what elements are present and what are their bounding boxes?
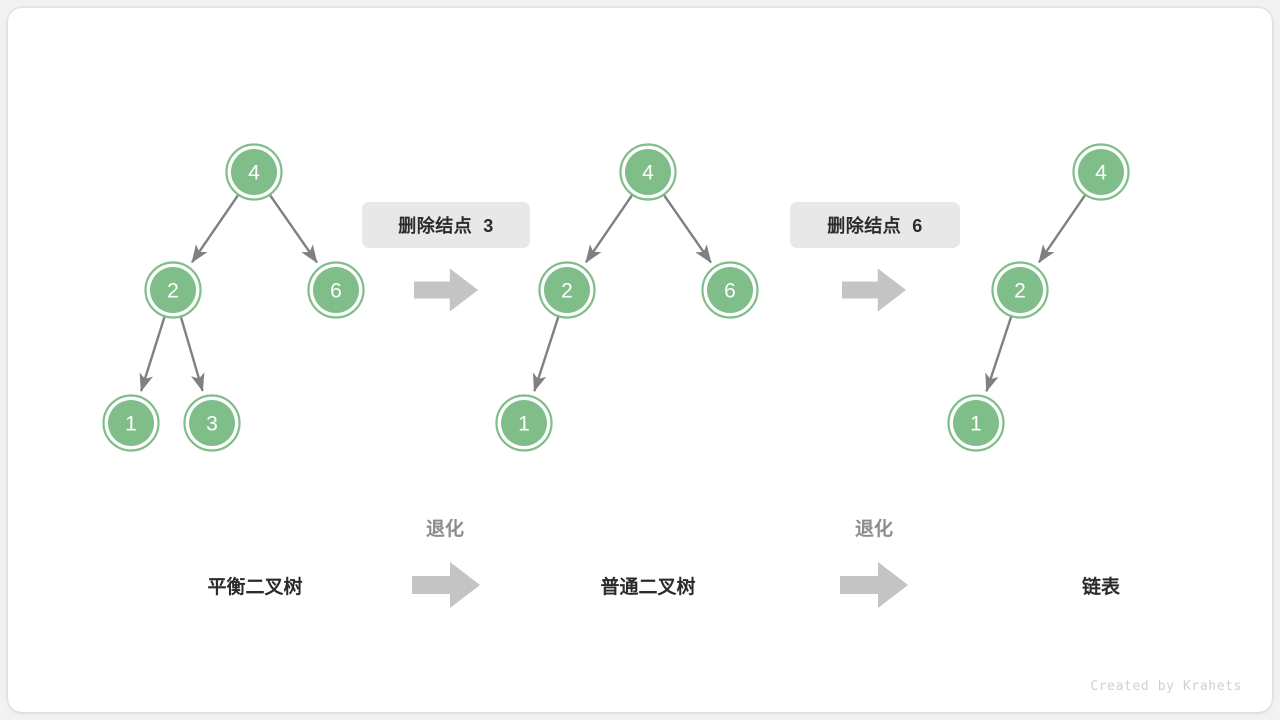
node-value-label: 2	[561, 280, 573, 303]
node-value-label: 2	[167, 280, 179, 303]
tree-caption: 链表	[1081, 577, 1120, 598]
credit-text: Created by Krahets	[1090, 679, 1242, 694]
node-disc	[625, 149, 671, 195]
tree-node: 4	[1072, 143, 1130, 201]
tree-node: 6	[307, 261, 365, 319]
node-outer-ring	[307, 261, 365, 319]
transition-arrow-icon	[842, 264, 906, 316]
tree-node: 2	[538, 261, 596, 319]
tree-node: 1	[495, 394, 553, 452]
node-value-label: 4	[248, 162, 260, 185]
transition-arrow-icon	[412, 560, 480, 610]
tree-edge	[532, 314, 560, 393]
node-outer-ring	[538, 261, 596, 319]
tree-edges	[139, 193, 1087, 393]
node-outer-ring	[947, 394, 1005, 452]
node-value-label: 6	[330, 280, 342, 303]
node-outer-ring	[701, 261, 759, 319]
arrow-shape	[842, 268, 906, 312]
tree-node: 6	[701, 261, 759, 319]
node-outer-ring	[1072, 143, 1130, 201]
arrow-shape	[414, 268, 478, 312]
operation-label-text: 删除结点 3	[398, 216, 494, 236]
arrow-shape	[412, 562, 480, 608]
node-disc	[150, 267, 196, 313]
node-disc	[108, 400, 154, 446]
node-disc	[707, 267, 753, 313]
tree-node: 1	[102, 394, 160, 452]
node-value-label: 1	[125, 413, 137, 436]
tree-node: 4	[225, 143, 283, 201]
degrade-label: 退化	[854, 519, 893, 540]
tree-edge	[139, 314, 167, 392]
node-outer-ring	[183, 394, 241, 452]
degrade-label: 退化	[425, 519, 464, 540]
tree-graphics-layer: 4 2 6 1 3 4 2 6 1 4 2 1	[102, 143, 1130, 452]
tree-caption: 普通二叉树	[600, 577, 696, 598]
tree-node: 4	[619, 143, 677, 201]
tree-node: 2	[991, 261, 1049, 319]
node-value-label: 4	[1095, 162, 1107, 185]
node-outer-ring	[225, 143, 283, 201]
node-disc	[189, 400, 235, 446]
tree-edge	[268, 193, 318, 264]
node-value-label: 1	[518, 413, 530, 436]
tree-node: 1	[947, 394, 1005, 452]
tree-edge	[1037, 193, 1087, 264]
node-disc	[953, 400, 999, 446]
node-outer-ring	[102, 394, 160, 452]
operation-label-box: 删除结点 6	[790, 202, 960, 248]
transition-arrow-icon	[414, 264, 478, 316]
tree-edge	[179, 315, 205, 392]
node-disc	[1078, 149, 1124, 195]
node-disc	[544, 267, 590, 313]
node-disc	[313, 267, 359, 313]
arrow-shape	[840, 562, 908, 608]
tree-caption: 平衡二叉树	[207, 577, 303, 598]
tree-node: 2	[144, 261, 202, 319]
tree-edge	[662, 193, 712, 264]
node-value-label: 2	[1014, 280, 1026, 303]
tree-edge	[190, 193, 240, 264]
node-value-label: 4	[642, 162, 654, 185]
node-outer-ring	[991, 261, 1049, 319]
node-disc	[997, 267, 1043, 313]
operation-label-text: 删除结点 6	[827, 216, 923, 236]
node-outer-ring	[495, 394, 553, 452]
transition-arrow-icon	[840, 560, 908, 610]
node-disc	[501, 400, 547, 446]
tree-nodes: 4 2 6 1 3 4 2 6 1 4 2 1	[102, 143, 1130, 452]
operation-label-box: 删除结点 3	[362, 202, 530, 248]
tree-edge	[584, 193, 634, 264]
node-disc	[231, 149, 277, 195]
node-outer-ring	[144, 261, 202, 319]
tree-node: 3	[183, 394, 241, 452]
figure-card: 4 2 6 1 3 4 2 6 1 4 2 1 删除结点 3 删除结点 6 退化 退化 平衡二叉树 普通二叉…	[8, 8, 1272, 712]
node-value-label: 1	[970, 413, 982, 436]
tree-edge	[985, 314, 1013, 393]
node-value-label: 6	[724, 280, 736, 303]
node-value-label: 3	[206, 413, 218, 436]
node-outer-ring	[619, 143, 677, 201]
